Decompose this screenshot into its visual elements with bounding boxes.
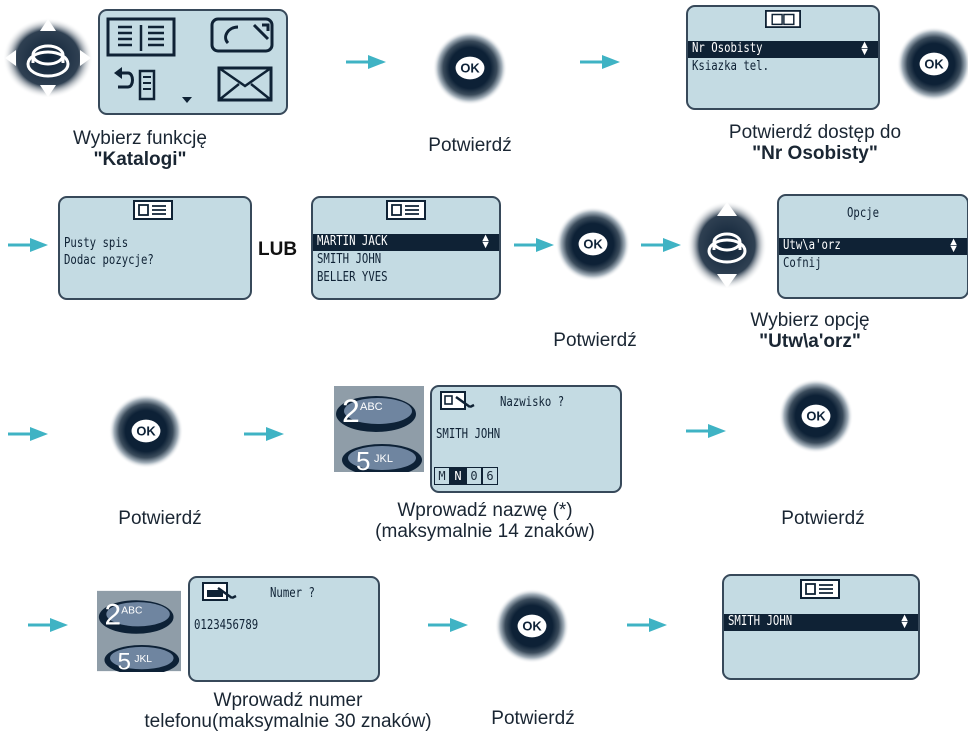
arrow-right-icon (428, 618, 468, 632)
envelope-icon (217, 66, 273, 102)
updown-icon: ▲▼ (948, 236, 959, 255)
menu-item-nr-osobisty: Nr Osobisty (692, 41, 763, 56)
keypad-icon: 2 ABC 5 JKL (334, 386, 424, 472)
phone-return-icon (114, 67, 156, 101)
directory-icon (106, 17, 176, 57)
ok-button-icon[interactable] (432, 30, 508, 106)
phonebook-select-screen: Nr Osobisty ▲▼ Ksiazka tel. (686, 5, 880, 110)
caption-enter-number: Wprowadź numer (213, 690, 363, 711)
phone-edit-icon (202, 582, 237, 601)
directory-icon (133, 200, 173, 220)
svg-text:ABC: ABC (360, 401, 383, 413)
name-input[interactable]: SMITH JOHN (436, 427, 501, 442)
empty-list-screen: Pusty spis Dodac pozycje? (58, 196, 252, 300)
list-item[interactable]: BELLER YVES (317, 270, 388, 285)
directory-icon (386, 200, 426, 220)
svg-text:ABC: ABC (121, 605, 143, 616)
options-title: Opcje (847, 206, 880, 221)
empty-list-line: Pusty spis (64, 236, 129, 251)
svg-text:JKL: JKL (374, 453, 393, 465)
ok-button-icon[interactable] (555, 206, 631, 282)
caption-select-function: Wybierz funkcję (73, 128, 207, 149)
caption-confirm: Potwierdź (118, 508, 202, 529)
svg-text:2: 2 (342, 393, 360, 429)
arrow-right-icon (627, 618, 667, 632)
ok-button-icon[interactable] (778, 378, 854, 454)
svg-text:5: 5 (356, 446, 370, 472)
ok-button-icon[interactable] (108, 393, 184, 469)
phone-transfer-icon (210, 17, 274, 53)
caption-confirm: Potwierdź (428, 135, 512, 156)
main-menu-screen (98, 9, 288, 115)
updown-icon: ▲▼ (899, 612, 910, 631)
name-entry-screen: Nazwisko ? SMITH JOHN M N 0 6 (430, 385, 622, 493)
or-label: LUB (258, 239, 298, 260)
caption-name-limit: (maksymalnie 14 znaków) (375, 521, 595, 542)
navigator-icon[interactable] (2, 17, 94, 99)
caption-confirm: Potwierdź (553, 330, 637, 351)
caption-number-limit: telefonu(maksymalnie 30 znaków) (144, 711, 432, 732)
options-screen: Opcje Utw\a'orz ▲▼ Cofnij (777, 194, 968, 299)
key-letter-selected: N (450, 467, 466, 485)
keypad-icon: 2 ABC 5 JKL (97, 590, 181, 672)
list-item[interactable]: SMITH JOHN (317, 252, 382, 267)
contact-list-screen: MARTIN JACK ▲▼ SMITH JOHN BELLER YVES (311, 196, 501, 300)
arrow-right-icon (244, 427, 284, 441)
menu-item-ksiazka[interactable]: Ksiazka tel. (692, 59, 770, 74)
arrow-right-icon (28, 618, 68, 632)
key-digit: 6 (482, 467, 498, 485)
option-create: Utw\a'orz (783, 238, 841, 253)
caption-confirm-access: Potwierdź dostęp do (728, 122, 902, 143)
caption-enter-name: Wprowadź nazwę (*) (397, 500, 573, 521)
caption-nr-osobisty: "Nr Osobisty" (752, 143, 878, 164)
caption-confirm: Potwierdź (491, 708, 575, 729)
updown-icon: ▲▼ (859, 39, 870, 58)
svg-text:JKL: JKL (134, 654, 152, 665)
book-icon (765, 9, 801, 29)
result-item-selected[interactable]: SMITH JOHN ▲▼ (724, 612, 918, 631)
chevron-down-icon (182, 97, 192, 103)
directory-icon (800, 579, 840, 599)
ok-button-icon[interactable] (494, 588, 570, 664)
svg-text:2: 2 (104, 598, 121, 631)
ok-button-icon[interactable] (896, 26, 968, 102)
option-selected[interactable]: Utw\a'orz ▲▼ (779, 236, 967, 255)
key-strip: M N 0 6 (434, 467, 498, 485)
list-item-selected[interactable]: MARTIN JACK ▲▼ (313, 232, 499, 251)
number-prompt: Numer ? (270, 586, 315, 601)
arrow-right-icon (8, 427, 48, 441)
contact-edit-icon (440, 391, 475, 410)
caption-confirm: Potwierdź (781, 508, 865, 529)
arrow-right-icon (514, 238, 554, 252)
arrow-right-icon (641, 238, 681, 252)
list-item: MARTIN JACK (317, 234, 388, 249)
updown-icon: ▲▼ (480, 232, 491, 251)
menu-item-selected[interactable]: Nr Osobisty ▲▼ (688, 39, 878, 58)
result-screen: SMITH JOHN ▲▼ (722, 574, 920, 680)
svg-text:5: 5 (118, 648, 131, 672)
arrow-right-icon (580, 55, 620, 69)
arrow-right-icon (686, 424, 726, 438)
key-letter: M (434, 467, 450, 485)
arrow-right-icon (8, 238, 48, 252)
number-input[interactable]: 0123456789 (194, 618, 259, 633)
key-digit: 0 (466, 467, 482, 485)
caption-katalogi: "Katalogi" (93, 149, 187, 170)
number-entry-screen: Numer ? 0123456789 (188, 576, 380, 682)
name-prompt: Nazwisko ? (500, 395, 565, 410)
caption-select-option: Wybierz opcję (750, 310, 870, 331)
arrow-right-icon (346, 55, 386, 69)
navigator-updown-icon[interactable] (686, 200, 768, 290)
result-item: SMITH JOHN (728, 614, 793, 629)
add-entry-line: Dodac pozycje? (64, 253, 154, 268)
caption-create: "Utw\a'orz" (759, 331, 861, 352)
option-back[interactable]: Cofnij (783, 256, 822, 271)
